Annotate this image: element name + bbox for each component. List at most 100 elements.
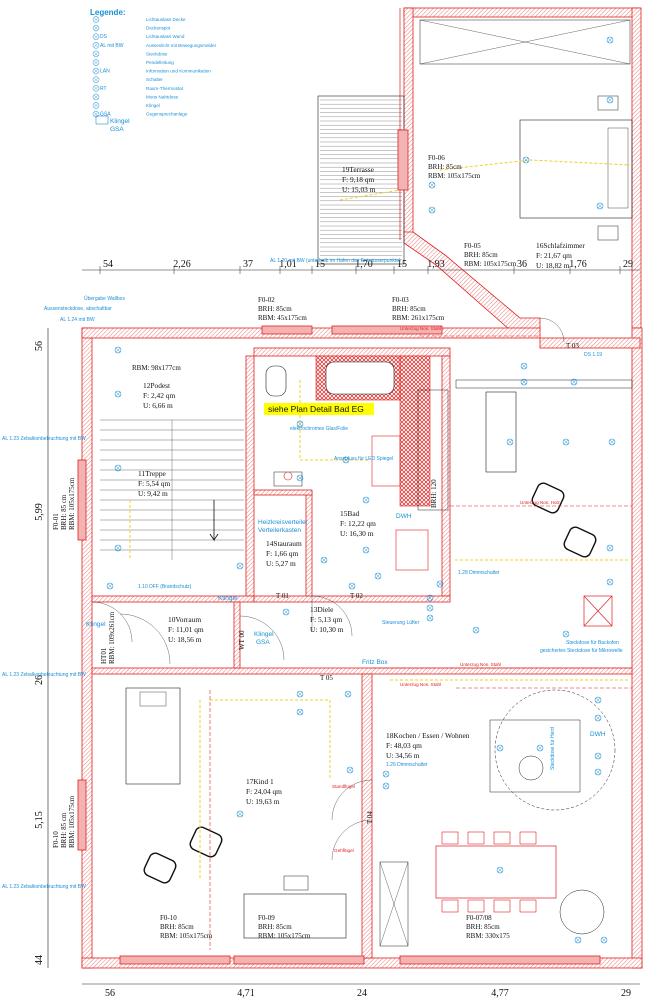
outlet-icon (570, 378, 578, 386)
room-terrasse-area: F: 9,18 qm (342, 175, 374, 184)
lamp-cross-icon (497, 745, 503, 751)
label-unterzug4: Unterzug Nos. Stahl (400, 682, 441, 687)
armchair-icon (563, 526, 597, 558)
label-al-top: AL 1.20 mit BW (unterhalb im Hafen des E… (270, 258, 401, 264)
wall-north-kitchen (539, 337, 641, 349)
label-anschluss-led: Anschluss für LED Spiegel (334, 456, 393, 462)
room-kochen-title: 18Kochen / Essen / Wohnen (386, 731, 470, 740)
lamp-cross-icon (575, 937, 581, 943)
lamp-cross-icon (345, 691, 351, 697)
dim-left-value: 5,15 (34, 811, 45, 829)
dim-left-value: 26 (34, 675, 45, 685)
dim-left-value: 56 (34, 341, 45, 351)
legend-cross-icon (93, 43, 99, 48)
armchair-icon (189, 826, 223, 858)
outlet-icon (436, 580, 444, 588)
lamp-cross-icon (437, 581, 443, 587)
lamp-cross-icon (283, 609, 289, 615)
outlet-icon (496, 866, 504, 874)
dim-top-value: 1,70 (355, 259, 373, 270)
legend-cross-icon (93, 111, 99, 117)
legend-symbol-icon (92, 67, 100, 75)
label-f010: F0-10 (52, 831, 60, 848)
label-ds119: DS 1.19 (584, 352, 602, 358)
legend-symbol-icon (92, 102, 100, 109)
lamp-cross-icon (595, 769, 601, 775)
window-f002-rbm: RBM: 45x175cm (258, 314, 307, 322)
cooktop (518, 755, 544, 781)
lamp-cross-icon (363, 497, 369, 503)
pillows (607, 127, 629, 209)
dining-chair (493, 899, 511, 913)
lamp-cross-icon (521, 379, 527, 385)
outlet-icon (426, 614, 434, 622)
lamp-cross-icon (601, 937, 607, 943)
wall-kind-kitchen (361, 673, 373, 959)
window-f0708-id: F0-07/08 (466, 914, 492, 922)
pillow-kind (139, 691, 167, 707)
dim-top-value: 2,26 (173, 259, 191, 270)
dim-left-value: 44 (34, 955, 45, 965)
legend-item-label: Moos Nahtdose (146, 94, 179, 99)
label-brandschutz: 1.10 DFF (Brandschutz) (138, 584, 192, 590)
lamp-cross-icon (115, 545, 121, 551)
north-block (317, 7, 642, 331)
desk-chair (283, 875, 309, 891)
label-f001-rbm: RBM: 105x175cm (68, 477, 76, 530)
window-f006-brh: BRH: 85cm (428, 163, 462, 171)
dim-bottom-value: 4,71 (237, 988, 255, 999)
label-uebergabe: Übergabe Wallbox (84, 295, 125, 302)
outlet-icon (362, 496, 370, 504)
legend-symbol-icon (92, 76, 100, 83)
lamp-cross-icon (607, 37, 613, 43)
gsa-icon (95, 115, 109, 125)
room-vorraum-area: F: 11,01 qm (168, 625, 204, 634)
label-al123c: AL 1.23 Zebalkonbeleuchtung mit BW (2, 884, 86, 890)
legend-symbol-text: RT (100, 86, 107, 92)
bed-kind (125, 687, 181, 785)
label-f001: F0-01 (52, 513, 60, 530)
lamp-cross-icon (595, 753, 601, 759)
window-f0708-brh: BRH: 85cm (466, 923, 500, 931)
room-podest-area: F: 2,42 qm (143, 391, 175, 400)
legend-gsa-text: GSA (110, 126, 124, 133)
outlet-icon (236, 810, 244, 818)
dining-chair (467, 831, 485, 845)
outlet-icon (606, 96, 614, 104)
door-arc-kitchen (331, 779, 373, 821)
oven-box (583, 595, 613, 627)
legend-symbol-text: DS (100, 34, 108, 40)
outlet-icon (296, 690, 304, 698)
outlet-icon (426, 604, 434, 612)
dining-chair (467, 899, 485, 913)
room-schlaf-perimeter: U: 18,82 m (536, 261, 570, 270)
legend-cross-icon (93, 60, 99, 65)
label-dimm1: 1.26 Dimmschalter (386, 762, 428, 768)
lamp-cross-icon (427, 595, 433, 601)
dim-bottom-value: 24 (357, 988, 367, 999)
dining-chair (519, 831, 537, 845)
wardrobe-cross (419, 19, 631, 65)
legend-symbol-text: AL mit BW (100, 43, 124, 49)
window-f005-brh: BRH: 85cm (464, 251, 498, 259)
outlet-icon (594, 714, 602, 722)
outlet-icon (562, 438, 570, 446)
label-unterzug2: Unterzug Nos. Holz (520, 500, 561, 505)
legend-symbol-icon (92, 33, 100, 40)
outlet-icon (562, 630, 570, 638)
outlet-icon (296, 420, 304, 428)
dim-bottom-value: 4,77 (491, 988, 509, 999)
outlet-icon (296, 474, 304, 482)
toilet (265, 365, 287, 397)
window-f001-side (77, 459, 87, 541)
label-t03: T 03 (566, 342, 579, 350)
window-f010-id: F0-10 (160, 914, 177, 922)
legend-symbol-text: GSA (100, 112, 111, 118)
door-arc-ht01 (119, 613, 171, 665)
lamp-cross-icon (571, 379, 577, 385)
legend-cross-icon (93, 17, 99, 22)
door-arc-terrace (539, 317, 565, 343)
room-labels: 19Terrasse F: 9,18 qm U: 15,03 m 16Schla… (138, 165, 585, 806)
lamp-cross-icon (347, 767, 353, 773)
